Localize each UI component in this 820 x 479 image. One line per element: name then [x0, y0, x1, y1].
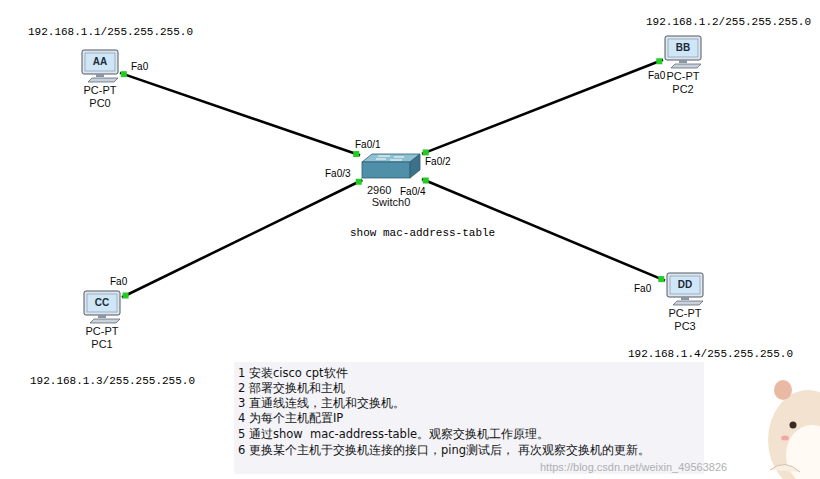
network-cable: [120, 73, 360, 155]
screen-text: DD: [678, 278, 692, 291]
device-model: PC-PT: [669, 307, 702, 320]
device-model: PC-PT: [667, 70, 700, 83]
watermark: https://blog.csdn.net/weixin_49563826: [540, 460, 727, 474]
switch-node: 2960Switch0: [360, 152, 422, 180]
port-label: Fa0/1: [355, 138, 381, 152]
screen-text: CC: [95, 296, 109, 309]
ip-address: 192.168.1.3/255.255.255.0: [30, 374, 195, 388]
network-cable: [422, 60, 663, 154]
device-name: PC1: [91, 338, 112, 351]
device-model: PC-PT: [86, 325, 119, 338]
port-label: Fa0: [110, 275, 127, 289]
pc-node: CCPC-PTPC1: [82, 290, 122, 324]
note-panel: [234, 362, 704, 474]
step-note: 5 通过show mac-address-table。观察交换机工作原理。: [238, 427, 549, 441]
pc-node: DDPC-PTPC3: [665, 272, 705, 306]
device-name: PC0: [89, 97, 110, 110]
device-name: Switch0: [372, 196, 411, 209]
device-model: PC-PT: [84, 84, 117, 97]
link-light: [658, 276, 664, 282]
device-name: PC2: [672, 83, 693, 96]
screen-text: AA: [93, 55, 107, 68]
link-light: [423, 178, 429, 184]
step-note: 4 为每个主机配置IP: [238, 411, 343, 425]
port-label: Fa0: [131, 60, 148, 74]
pc-node: BBPC-PTPC2: [663, 35, 703, 69]
hamster-picture: [768, 380, 820, 479]
switch-icon: [360, 152, 422, 180]
port-label: Fa0/4: [400, 185, 426, 199]
link-light: [121, 71, 127, 77]
network-cable: [122, 180, 362, 297]
link-light: [123, 292, 129, 298]
link-light: [353, 151, 359, 157]
device-model: 2960: [367, 184, 391, 197]
link-light: [656, 58, 662, 64]
device-name: PC3: [674, 320, 695, 333]
port-label: Fa0: [648, 69, 665, 83]
command-note: show mac-address-table: [350, 226, 495, 240]
pc-node: AAPC-PTPC0: [80, 49, 120, 83]
link-light: [356, 179, 362, 185]
port-label: Fa0/2: [425, 155, 451, 169]
ip-address: 192.168.1.1/255.255.255.0: [28, 25, 193, 39]
link-light: [423, 149, 429, 155]
step-note: 6 更换某个主机于交换机连接的接口，ping测试后， 再次观察交换机的更新。: [238, 443, 650, 457]
ip-address: 192.168.1.2/255.255.255.0: [646, 15, 811, 29]
port-label: Fa0: [634, 282, 651, 296]
ip-address: 192.168.1.4/255.255.255.0: [628, 347, 793, 361]
screen-text: BB: [676, 41, 690, 54]
step-note: 1 安装cisco cpt软件: [238, 366, 348, 380]
port-label: Fa0/3: [325, 167, 351, 181]
step-note: 2 部署交换机和主机: [238, 381, 345, 395]
step-note: 3 直通线连线，主机和交换机。: [238, 396, 405, 410]
